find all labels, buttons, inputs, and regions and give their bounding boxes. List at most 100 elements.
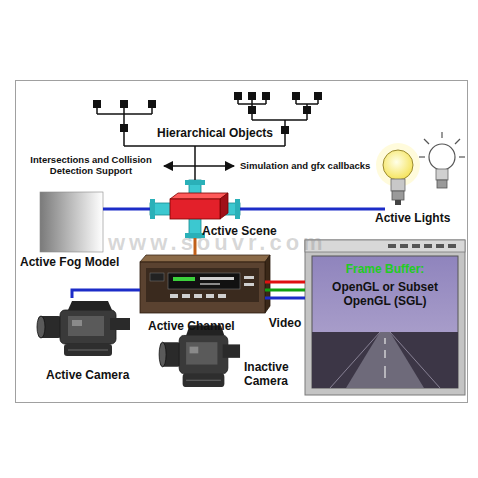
camcorder — [179, 335, 228, 373]
vcr-unit — [265, 255, 270, 313]
vcr-unit — [206, 294, 214, 298]
frame-buffer-node: Frame Buffer: OpenGL or Subset OpenGL (SG… — [305, 240, 465, 395]
camcorder — [190, 347, 199, 354]
camcorder — [223, 344, 240, 357]
light-bulb-rays — [441, 132, 442, 138]
light-bulb-lit — [383, 150, 413, 180]
scene-cross — [185, 180, 205, 185]
light-bulb-rays — [437, 180, 447, 188]
node-label: OpenGL or Subset OpenGL (SGL) — [319, 280, 451, 308]
light-bulb-rays — [419, 132, 465, 188]
monitor — [388, 244, 396, 248]
object-tree — [248, 92, 256, 100]
callback-arrow — [164, 165, 234, 167]
monitor — [400, 244, 408, 248]
vcr-unit — [194, 294, 202, 298]
object-tree — [281, 126, 289, 134]
scene-cross — [235, 199, 240, 219]
node-label: Active Channel — [148, 319, 235, 333]
connector-line — [194, 146, 196, 180]
scene-node: Active Scene — [150, 180, 240, 238]
monitor — [390, 332, 440, 388]
vcr-unit — [140, 255, 270, 262]
monitor — [384, 350, 385, 358]
connector-line — [265, 288, 305, 291]
note-text: Intersections and Collision Detection Su… — [16, 154, 166, 176]
vcr-unit — [244, 283, 254, 286]
node-label: Active Fog Model — [20, 255, 119, 269]
camcorder — [183, 374, 225, 387]
monitor — [436, 244, 444, 248]
node-label: Frame Buffer: — [305, 262, 465, 276]
object-tree — [252, 119, 307, 121]
camcorder — [38, 316, 62, 338]
monitor — [384, 338, 385, 378]
fog-node: Active Fog Model — [40, 192, 103, 252]
connector-line — [240, 208, 385, 211]
camcorder — [37, 301, 130, 356]
camcorder — [64, 344, 112, 356]
object-tree — [292, 92, 300, 100]
camcorder — [110, 318, 130, 330]
outer-frame — [16, 81, 468, 403]
connector-line — [72, 290, 140, 298]
connector-line — [103, 207, 150, 210]
object-hierarchy: Hierarchical Objects — [90, 88, 330, 146]
object-tree — [238, 103, 266, 105]
light-bulb-rays — [455, 139, 460, 144]
camcorder — [68, 316, 104, 336]
light-bulb-rays — [419, 132, 465, 157]
light-bulb-rays — [429, 144, 455, 170]
object-tree — [314, 92, 322, 100]
object-tree — [148, 100, 156, 108]
vcr-unit — [173, 277, 195, 281]
connector-line — [265, 281, 305, 284]
light-bulb-rays — [459, 156, 465, 157]
light-bulb-rays — [424, 139, 429, 144]
vcr-unit — [170, 276, 254, 298]
light-bulb-lit — [376, 143, 420, 205]
object-tree — [120, 124, 128, 132]
light-bulb-lit — [392, 191, 404, 200]
channel-node: Active Channel — [140, 255, 265, 315]
scene-box — [220, 193, 228, 219]
object-tree — [262, 92, 270, 100]
camcorder — [160, 342, 181, 367]
object-tree — [234, 92, 242, 100]
vcr-unit — [146, 268, 259, 302]
camcorder — [68, 350, 108, 351]
monitor — [312, 332, 458, 388]
node-label: Active Camera — [46, 368, 129, 382]
vcr-unit — [200, 277, 234, 280]
fog-swatch — [40, 192, 103, 252]
node-label: Active Lights — [375, 211, 450, 225]
scene-cross — [150, 199, 155, 219]
connector-label: Video — [269, 316, 301, 330]
monitor — [330, 332, 440, 388]
object-tree — [124, 145, 285, 147]
camcorder — [159, 342, 166, 367]
vcr-unit — [150, 273, 164, 281]
object-tree — [93, 100, 101, 108]
object-tree — [248, 106, 256, 114]
camcorder — [37, 316, 45, 338]
vcr-unit — [244, 276, 254, 279]
object-tree — [93, 92, 322, 146]
camcorder — [186, 380, 221, 381]
vcr-unit — [168, 273, 240, 289]
monitor — [330, 332, 380, 388]
light-bulb-rays — [419, 156, 425, 157]
scene-box — [170, 193, 228, 219]
watermark: www.souvr.com — [108, 230, 327, 256]
camcorder — [72, 320, 82, 326]
connector-line — [265, 297, 305, 300]
note-text: Simulation and gfx callbacks — [240, 160, 370, 171]
light-bulb-rays — [436, 169, 448, 180]
vcr-unit — [182, 294, 190, 298]
monitor — [305, 240, 465, 395]
monitor — [384, 366, 385, 378]
vcr-unit — [140, 262, 265, 313]
camera-node: Inactive Camera — [160, 320, 240, 392]
vcr-unit — [200, 283, 220, 285]
